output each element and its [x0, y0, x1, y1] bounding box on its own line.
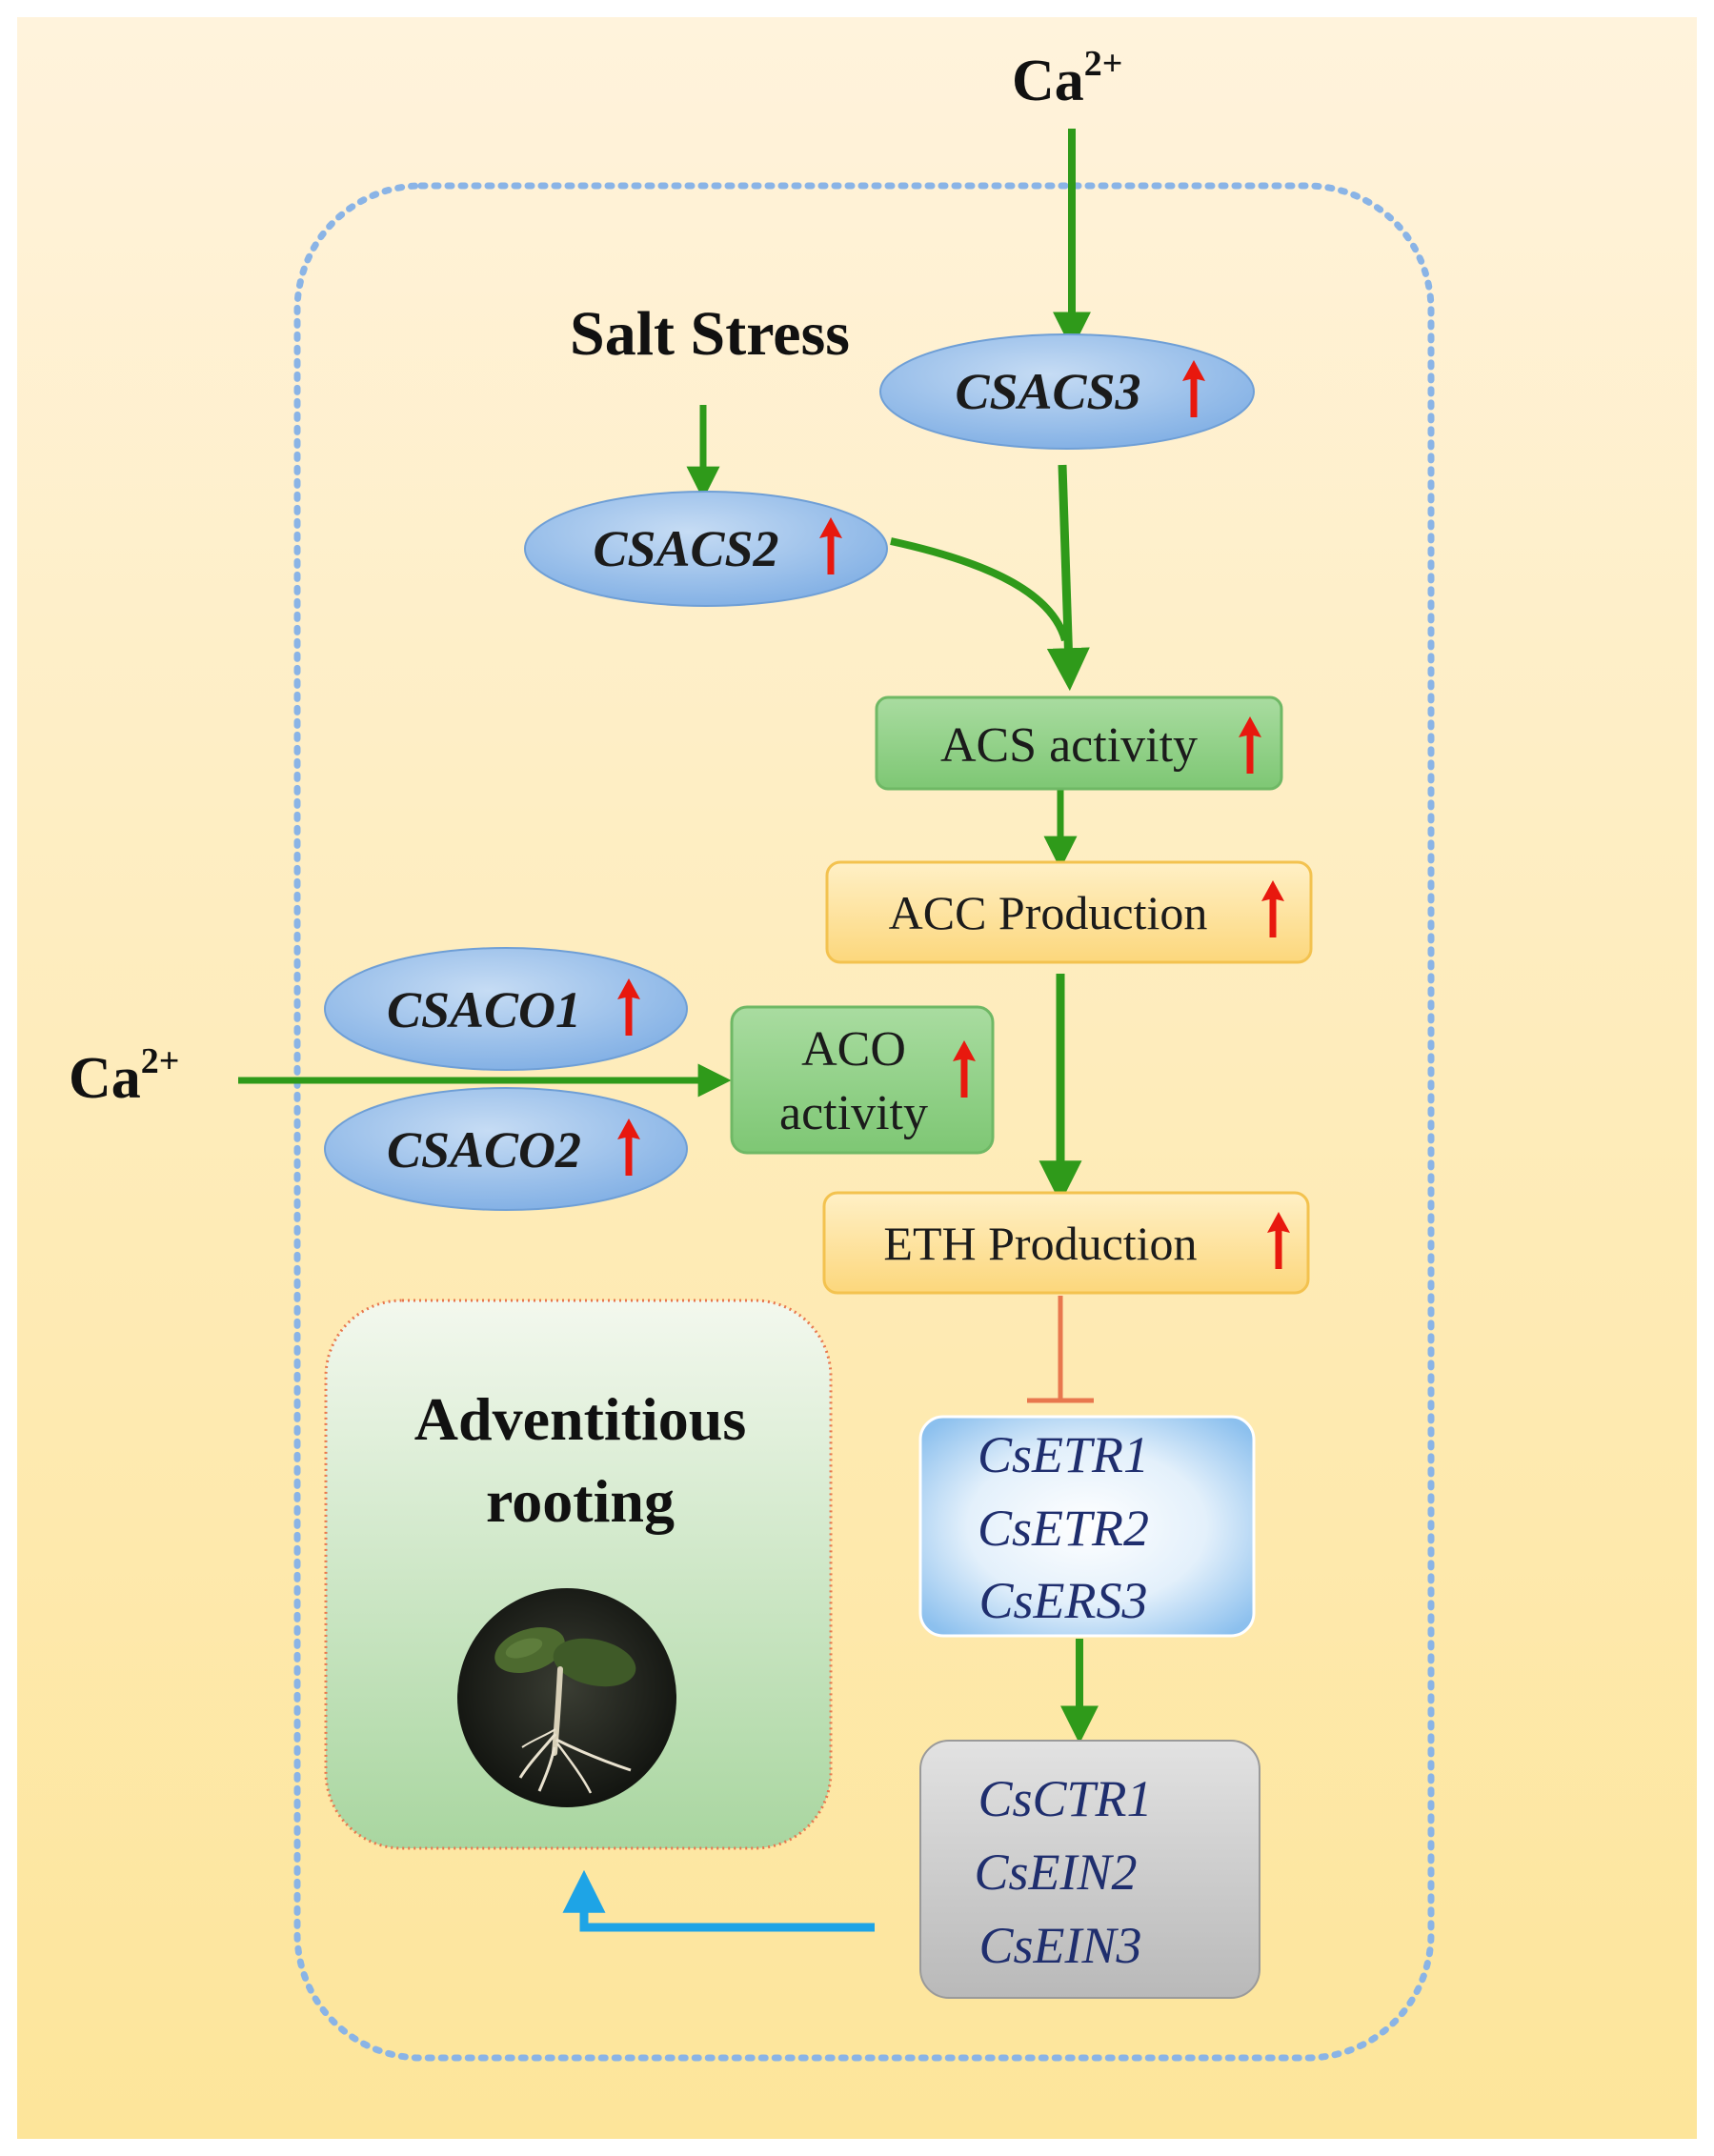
signaling-gene: CsEIN2 [974, 1844, 1137, 1901]
csacs3-node: CSACS3 [879, 333, 1255, 450]
acc-production-box: ACC Production [825, 860, 1313, 964]
arrow-signaling-to-rooting [562, 1869, 875, 1932]
csaco2-label: CSACO2 [387, 1121, 581, 1179]
csaco2-node: CSACO2 [324, 1087, 688, 1211]
calcium-left-label: Ca2+ [69, 1041, 179, 1111]
aco-activity-box: ACO activity [730, 1005, 995, 1155]
csacs2-label: CSACS2 [593, 520, 778, 577]
csacs3-label: CSACS3 [955, 363, 1140, 420]
eth-production-box: ETH Production [822, 1191, 1310, 1295]
signaling-box: CsCTR1 CsEIN2 CsEIN3 [919, 1740, 1260, 1999]
calcium-left-base: Ca [69, 1046, 141, 1111]
eth-production-label: ETH Production [883, 1217, 1197, 1270]
receptor-gene: CsERS3 [978, 1572, 1147, 1629]
signaling-gene: CsEIN3 [978, 1917, 1141, 1974]
svg-text:Ca2+: Ca2+ [69, 1041, 179, 1111]
csaco1-node: CSACO1 [324, 947, 688, 1071]
calcium-top-superscript: 2+ [1084, 44, 1123, 84]
acs-activity-label: ACS activity [940, 718, 1198, 773]
calcium-top-label: Ca2+ [1012, 44, 1122, 113]
svg-text:Ca2+: Ca2+ [1012, 44, 1122, 113]
receptor-box: CsETR1 CsETR2 CsERS3 [918, 1415, 1256, 1638]
signaling-gene: CsCTR1 [978, 1770, 1152, 1827]
receptor-gene: CsETR1 [978, 1426, 1149, 1483]
calcium-top-base: Ca [1012, 49, 1084, 113]
rooting-title-line2: rooting [486, 1467, 675, 1535]
aco-activity-line2: activity [779, 1086, 928, 1140]
csaco1-label: CSACO1 [387, 981, 581, 1038]
aco-activity-line1: ACO [801, 1022, 906, 1077]
rooting-box: Adventitious rooting [324, 1299, 833, 1850]
rooting-title-line1: Adventitious [414, 1385, 747, 1453]
arrow-csacs2-to-acs [890, 537, 1069, 642]
acs-activity-box: ACS activity [875, 695, 1283, 791]
salt-stress-label: Salt Stress [570, 299, 850, 369]
cell-boundary [293, 182, 1435, 2062]
seedling-photo [457, 1588, 676, 1807]
calcium-left-superscript: 2+ [141, 1041, 180, 1081]
csacs2-node: CSACS2 [524, 491, 888, 607]
arrow-csacs3-to-acs [1046, 464, 1090, 692]
receptor-gene: CsETR2 [978, 1500, 1149, 1557]
acc-production-label: ACC Production [889, 886, 1208, 939]
